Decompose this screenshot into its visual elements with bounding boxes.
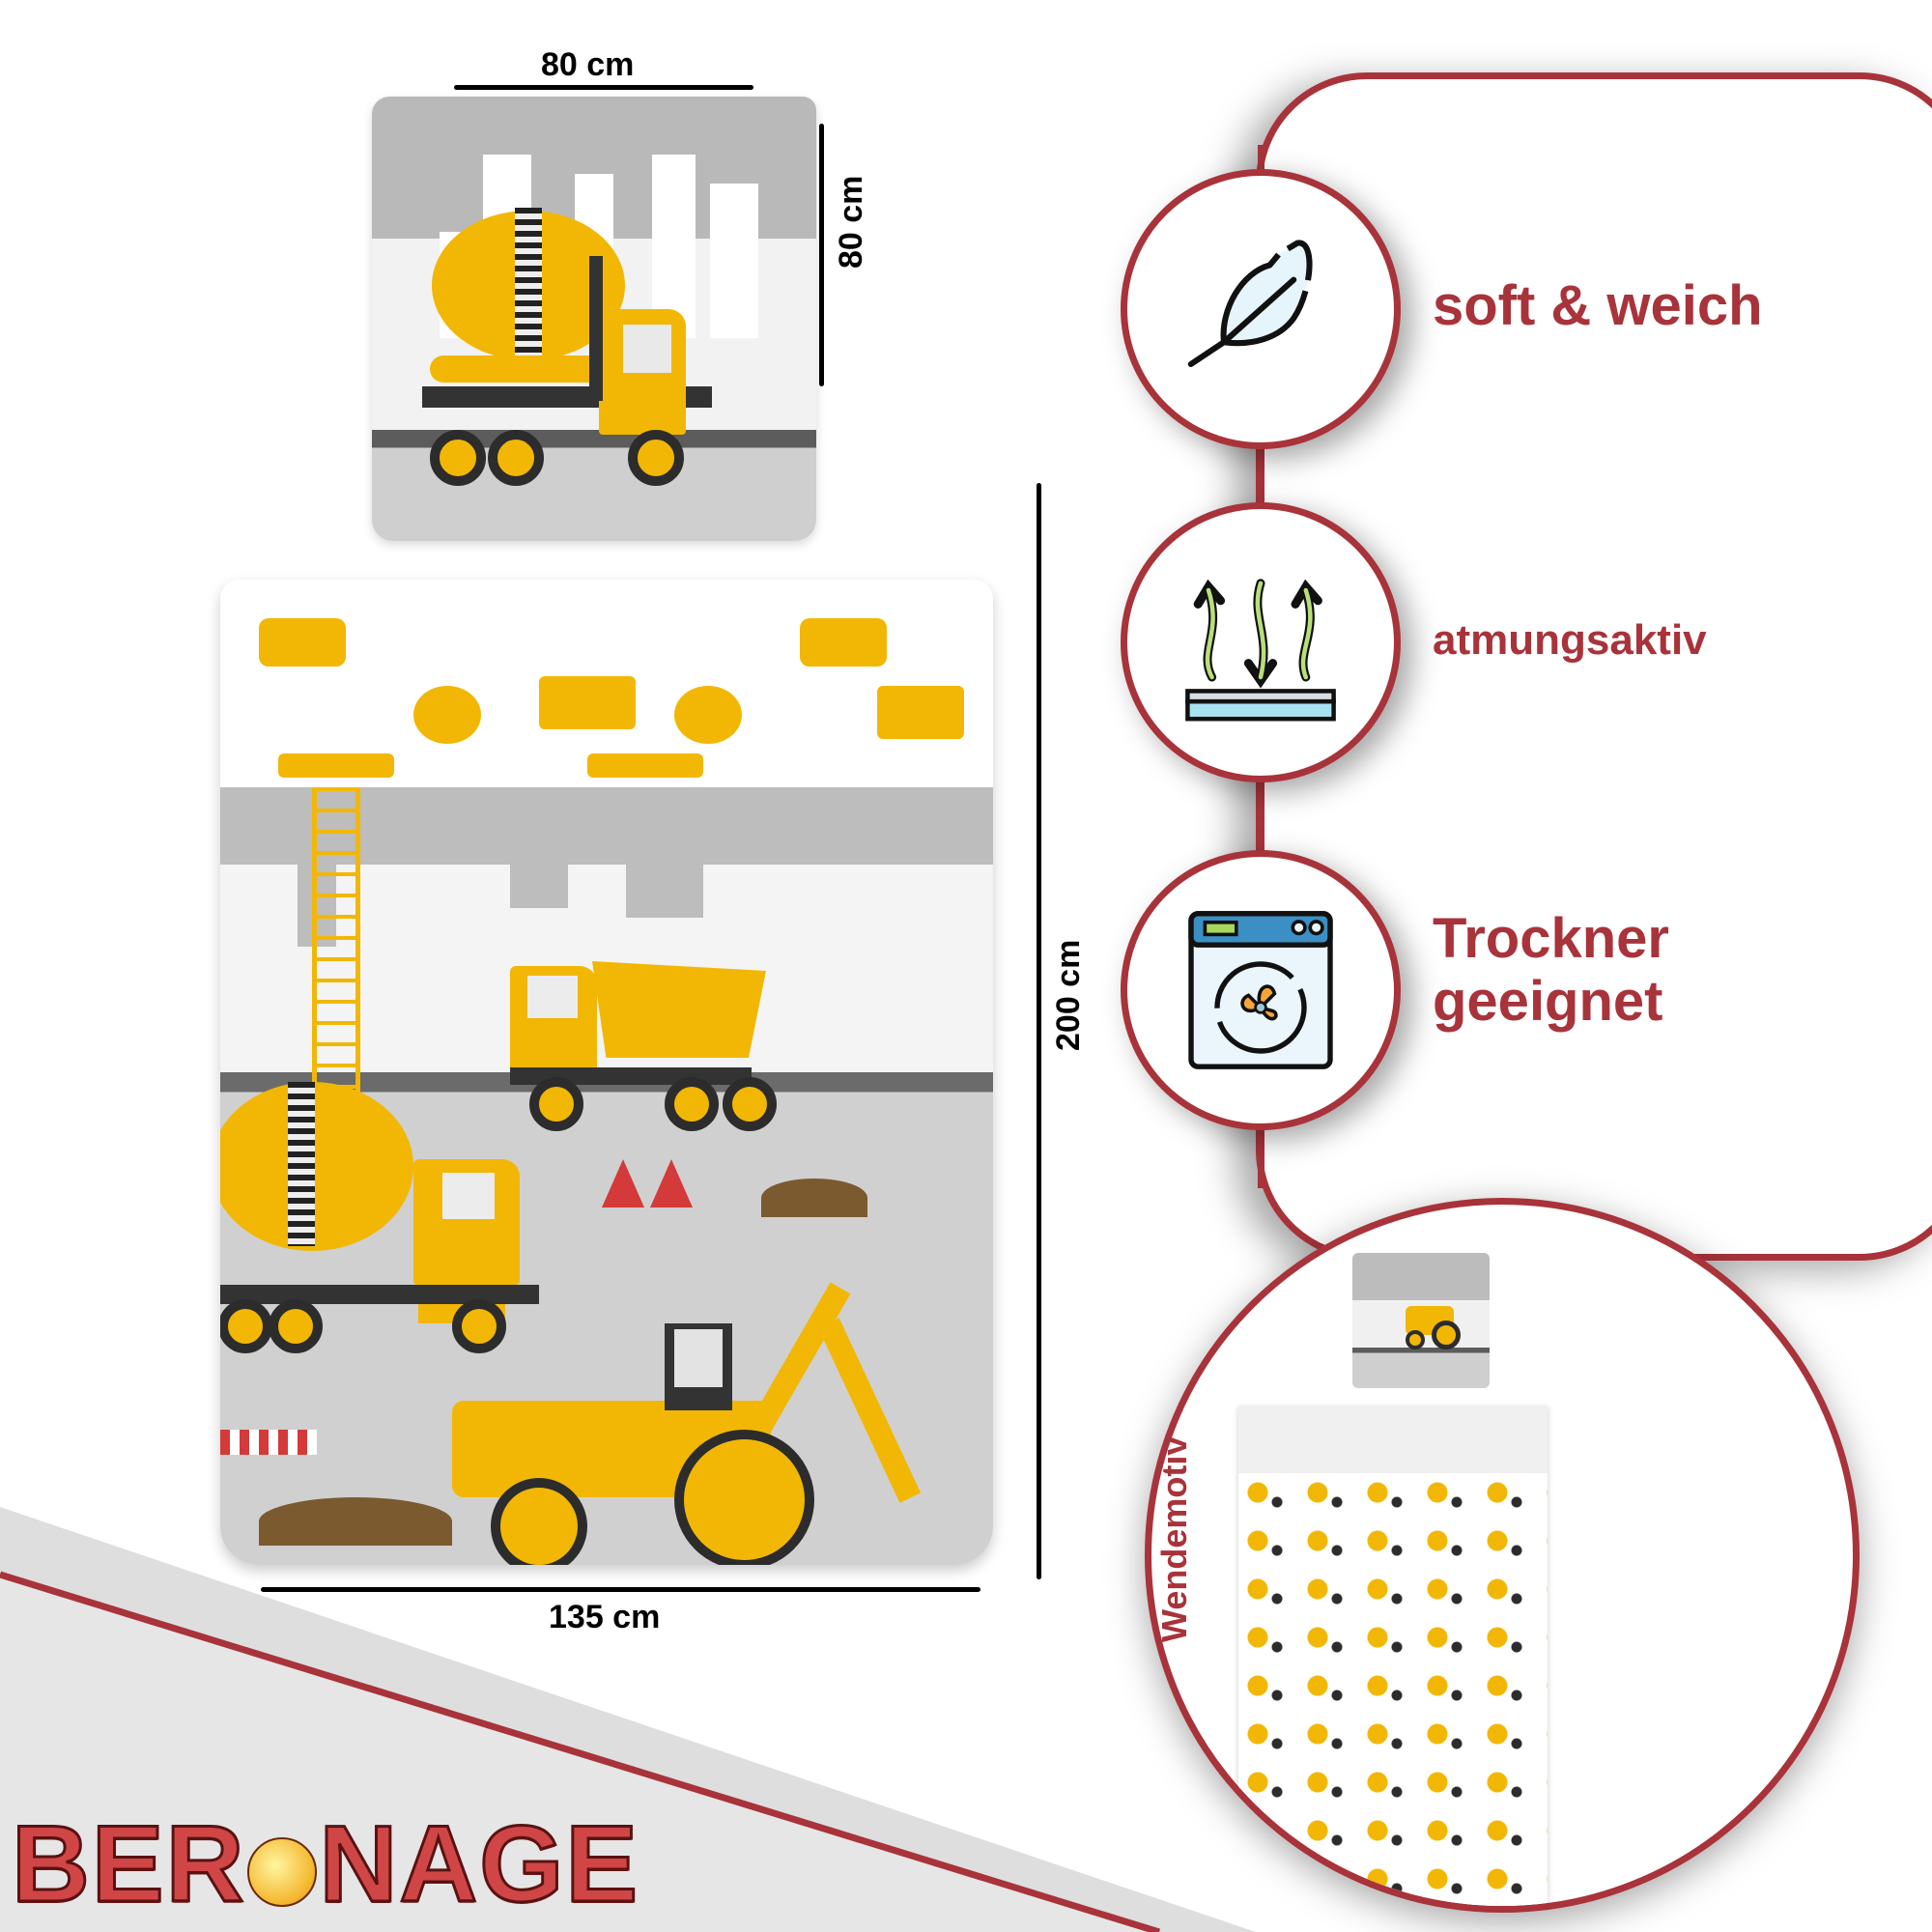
feature-soft-badge	[1121, 169, 1401, 449]
duvet-height-label: 200 cm	[1050, 939, 1087, 1051]
pillow-height-label: 80 cm	[833, 175, 869, 269]
feather-icon	[1187, 240, 1313, 368]
feature-dryer-badge	[1121, 850, 1401, 1130]
duvet-width-line	[261, 1587, 980, 1592]
brand-logo-left: BER	[10, 1803, 246, 1926]
duvet-height-line	[1037, 483, 1041, 1579]
duvet-fold-pattern	[220, 580, 993, 789]
feature-breathable-label: atmungsaktiv	[1433, 616, 1707, 664]
pillow-image	[372, 97, 816, 541]
pillow-width-line	[454, 85, 753, 90]
reverse-side-label: Wendemotiv	[1154, 1435, 1194, 1642]
brand-logo: BER NAGE	[10, 1802, 640, 1926]
feature-dryer-label: Trockner geeignet	[1433, 907, 1669, 1034]
reverse-pillow-image	[1352, 1253, 1490, 1388]
brand-logo-right: NAGE	[318, 1803, 640, 1926]
tumble-dryer-icon	[1188, 911, 1333, 1069]
pillow-width-label: 80 cm	[541, 46, 635, 83]
feature-breathable-badge	[1121, 502, 1401, 782]
feature-soft-label: soft & weich	[1433, 274, 1763, 337]
feature-dryer-label-line1: Trockner	[1433, 907, 1669, 970]
duvet-image	[220, 580, 993, 1565]
duvet-width-label: 135 cm	[549, 1599, 661, 1635]
pillow-height-line	[819, 124, 824, 386]
reverse-duvet-image	[1238, 1406, 1548, 1906]
reverse-side-preview	[1145, 1198, 1860, 1913]
fireball-mascot-icon	[247, 1837, 318, 1908]
feature-dryer-label-line2: geeignet	[1433, 969, 1663, 1033]
breathable-fabric-icon	[1185, 579, 1336, 722]
